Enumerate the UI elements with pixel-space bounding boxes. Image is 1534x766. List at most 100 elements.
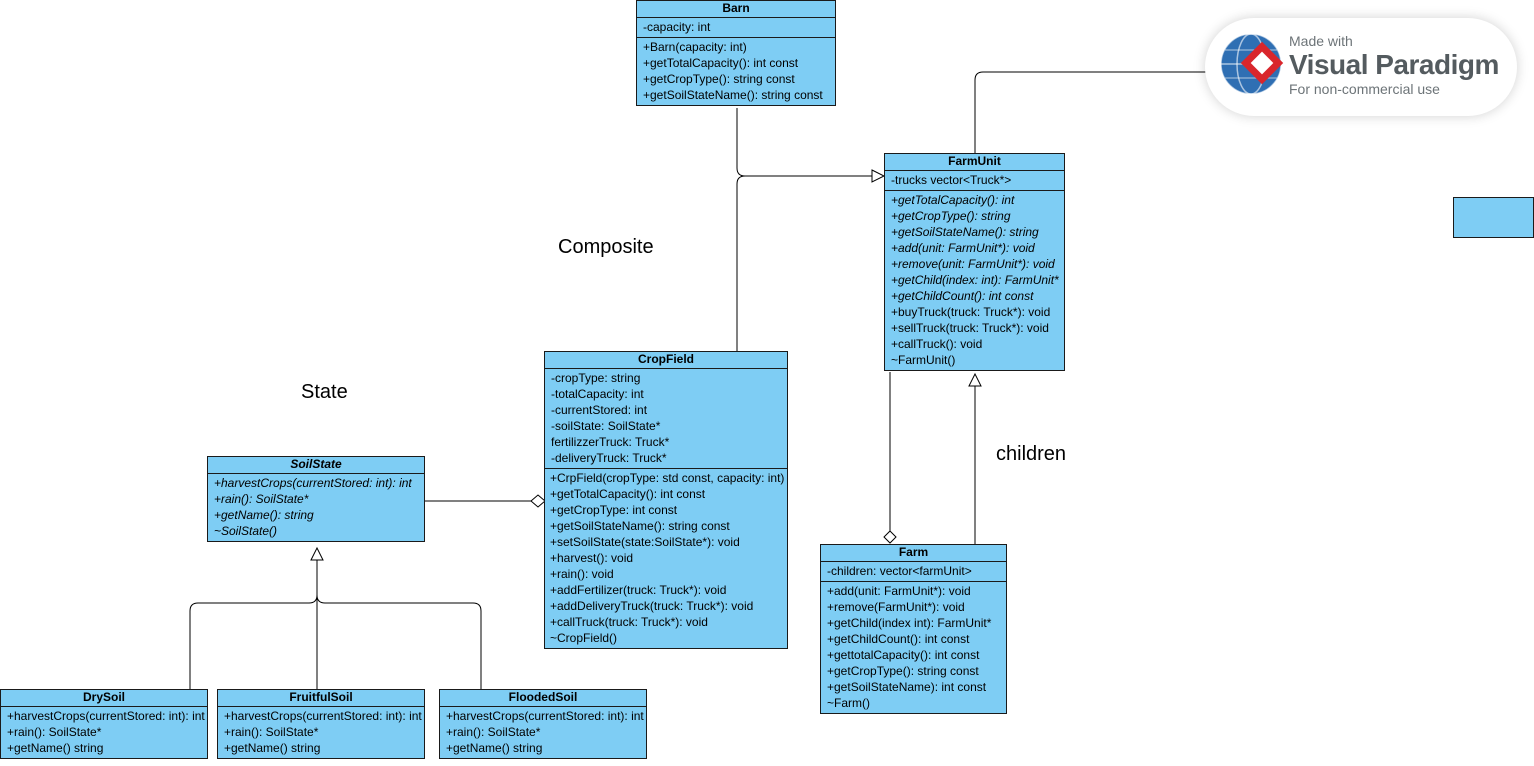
attribute: fertilizzerTruck: Truck*: [551, 435, 670, 449]
made-with-text: Made with: [1289, 33, 1353, 49]
operation: ~FarmUnit(): [891, 353, 956, 367]
operation: +getName(): string: [214, 508, 314, 522]
attribute: -soilState: SoilState*: [551, 419, 661, 433]
attribute: -trucks vector<Truck*>: [891, 173, 1012, 187]
operation: +getChild(index int): FarmUnit*: [827, 616, 992, 630]
class-name: Barn: [637, 1, 835, 18]
operation: +getCropType: int const: [550, 503, 678, 517]
operations-section: +CrpField(cropType: std const, capacity:…: [545, 469, 787, 648]
operation: +getSoilStateName(): string const: [643, 88, 823, 102]
state-label: State: [301, 381, 348, 403]
soilstate-class[interactable]: SoilState +harvestCrops(currentStored: i…: [207, 456, 425, 542]
operation: +addFertilizer(truck: Truck*): void: [550, 583, 727, 597]
operations-section: +Barn(capacity: int) +getTotalCapacity()…: [637, 38, 835, 105]
farm-generalization-arrow: [968, 372, 982, 387]
operation: +callTruck(): void: [891, 337, 983, 351]
operation: +getSoilStateName(): string const: [550, 519, 730, 533]
operations-section: +getTotalCapacity(): int +getCropType():…: [885, 191, 1064, 370]
class-name: FarmUnit: [885, 154, 1064, 171]
floodedsoil-generalization-line: [316, 594, 482, 689]
operation: ~Farm(): [827, 696, 870, 710]
operation: +setSoilState(state:SoilState*): void: [550, 535, 740, 549]
operation: +getSoilStateName): int const: [827, 680, 987, 694]
cropfield-generalization-line: [736, 175, 746, 351]
children-label: children: [996, 443, 1067, 465]
operation: ~SoilState(): [214, 524, 278, 538]
operation: +rain(): SoilState*: [446, 725, 541, 739]
non-commercial-text: For non-commercial use: [1289, 81, 1440, 97]
operation: +callTruck(truck: Truck*): void: [550, 615, 708, 629]
operation: +rain(): SoilState*: [214, 492, 309, 506]
attribute: -children: vector<farmUnit>: [827, 564, 972, 578]
visual-paradigm-watermark: Made with Visual Paradigm For non-commer…: [1205, 18, 1517, 116]
class-name: CropField: [545, 352, 787, 369]
class-name: FruitfulSoil: [218, 690, 424, 707]
operation: +harvestCrops(currentStored: int): int: [224, 709, 422, 723]
operation: +rain(): void: [550, 567, 614, 581]
operation: +remove(unit: FarmUnit*): void: [891, 257, 1055, 271]
class-name: FloodedSoil: [440, 690, 646, 707]
attributes-section: -capacity: int: [637, 18, 835, 38]
operation: +getName() string: [446, 741, 543, 755]
attribute: -capacity: int: [643, 20, 711, 34]
operations-section: +harvestCrops(currentStored: int): int +…: [218, 707, 424, 758]
operation: +getChildCount(): int const: [827, 632, 970, 646]
farm-class[interactable]: Farm -children: vector<farmUnit> +add(un…: [820, 544, 1007, 714]
attribute: -totalCapacity: int: [551, 387, 644, 401]
operation: +harvestCrops(currentStored: int): int: [7, 709, 205, 723]
operation: +rain(): SoilState*: [7, 725, 102, 739]
drysoil-generalization-line: [189, 594, 318, 689]
visual-paradigm-logo-icon: [1220, 33, 1284, 95]
attribute: -cropType: string: [551, 371, 641, 385]
farmunit-generalization-arrow: [871, 169, 886, 183]
operation: +sellTruck(truck: Truck*): void: [891, 321, 1049, 335]
operation: +getSoilStateName(): string: [891, 225, 1039, 239]
barn-generalization-line: [736, 108, 872, 177]
operation: +getTotalCapacity(): int const: [643, 56, 799, 70]
attributes-section: -children: vector<farmUnit>: [821, 562, 1006, 582]
empty-class-box[interactable]: [1453, 197, 1534, 238]
operation: +gettotalCapacity(): int const: [827, 648, 980, 662]
farmunit-class[interactable]: FarmUnit -trucks vector<Truck*> +getTota…: [884, 153, 1065, 371]
attribute: -currentStored: int: [551, 403, 648, 417]
operations-section: +add(unit: FarmUnit*): void +remove(Farm…: [821, 582, 1006, 713]
attributes-section: -cropType: string -totalCapacity: int -c…: [545, 369, 787, 469]
fruitfulsoil-class[interactable]: FruitfulSoil +harvestCrops(currentStored…: [217, 689, 425, 759]
class-name: Farm: [821, 545, 1006, 562]
floodedsoil-class[interactable]: FloodedSoil +harvestCrops(currentStored:…: [439, 689, 647, 759]
operation: +getName() string: [224, 741, 321, 755]
attribute: -deliveryTruck: Truck*: [551, 451, 667, 465]
operation: +getChild(index: int): FarmUnit*: [891, 273, 1059, 287]
operation: +getName() string: [7, 741, 104, 755]
operation: +harvestCrops(currentStored: int): int: [446, 709, 644, 723]
attributes-section: -trucks vector<Truck*>: [885, 171, 1064, 191]
operation: +getCropType(): string const: [827, 664, 979, 678]
class-name: SoilState: [208, 457, 424, 474]
operation: +harvest(): void: [550, 551, 634, 565]
cropfield-class[interactable]: CropField -cropType: string -totalCapaci…: [544, 351, 788, 649]
operation: +getCropType(): string const: [643, 72, 795, 86]
operation: +getCropType(): string: [891, 209, 1011, 223]
operations-section: +harvestCrops(currentStored: int): int +…: [440, 707, 646, 758]
soilstate-aggregation-diamond: [530, 494, 546, 508]
operation: +buyTruck(truck: Truck*): void: [891, 305, 1051, 319]
operation: +getChildCount(): int const: [891, 289, 1034, 303]
operation: +CrpField(cropType: std const, capacity:…: [550, 471, 785, 485]
barn-class[interactable]: Barn -capacity: int +Barn(capacity: int)…: [636, 0, 836, 106]
operation: +rain(): SoilState*: [224, 725, 319, 739]
class-name: DrySoil: [1, 690, 207, 707]
drysoil-class[interactable]: DrySoil +harvestCrops(currentStored: int…: [0, 689, 208, 759]
operation: +remove(FarmUnit*): void: [827, 600, 965, 614]
operation: +getTotalCapacity(): int: [891, 193, 1015, 207]
operation: +getTotalCapacity(): int const: [550, 487, 706, 501]
operation: +add(unit: FarmUnit*): void: [891, 241, 1035, 255]
operations-section: +harvestCrops(currentStored: int): int +…: [208, 474, 424, 541]
operation: +Barn(capacity: int): [643, 40, 747, 54]
operation: +harvestCrops(currentStored: int): int: [214, 476, 412, 490]
farmunit-top-line: [974, 71, 1206, 153]
operation: +add(unit: FarmUnit*): void: [827, 584, 971, 598]
operations-section: +harvestCrops(currentStored: int): int +…: [1, 707, 207, 758]
farm-aggregation-diamond: [883, 530, 897, 544]
soilstate-generalization-arrow: [310, 546, 324, 561]
